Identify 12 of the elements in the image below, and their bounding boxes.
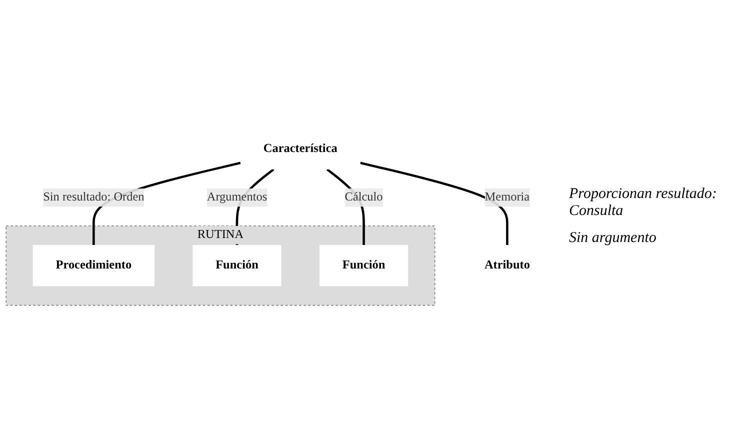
note-text: Proporcionan resultado: Consulta <box>569 186 718 220</box>
edge-label: Cálculo <box>344 190 383 204</box>
connector <box>360 162 508 245</box>
node-box: Función <box>192 244 282 286</box>
node-box: Función <box>319 244 408 286</box>
node-text: Característica <box>263 142 338 155</box>
note-text: Sin argumento <box>569 230 658 247</box>
node-text: Atributo <box>484 258 530 272</box>
edge-label: Sin resultado: Orden <box>43 190 144 204</box>
edge-label: Argumentos <box>206 190 268 204</box>
node-box: Procedimiento <box>32 244 154 286</box>
edge-label: Memoria <box>484 190 530 204</box>
